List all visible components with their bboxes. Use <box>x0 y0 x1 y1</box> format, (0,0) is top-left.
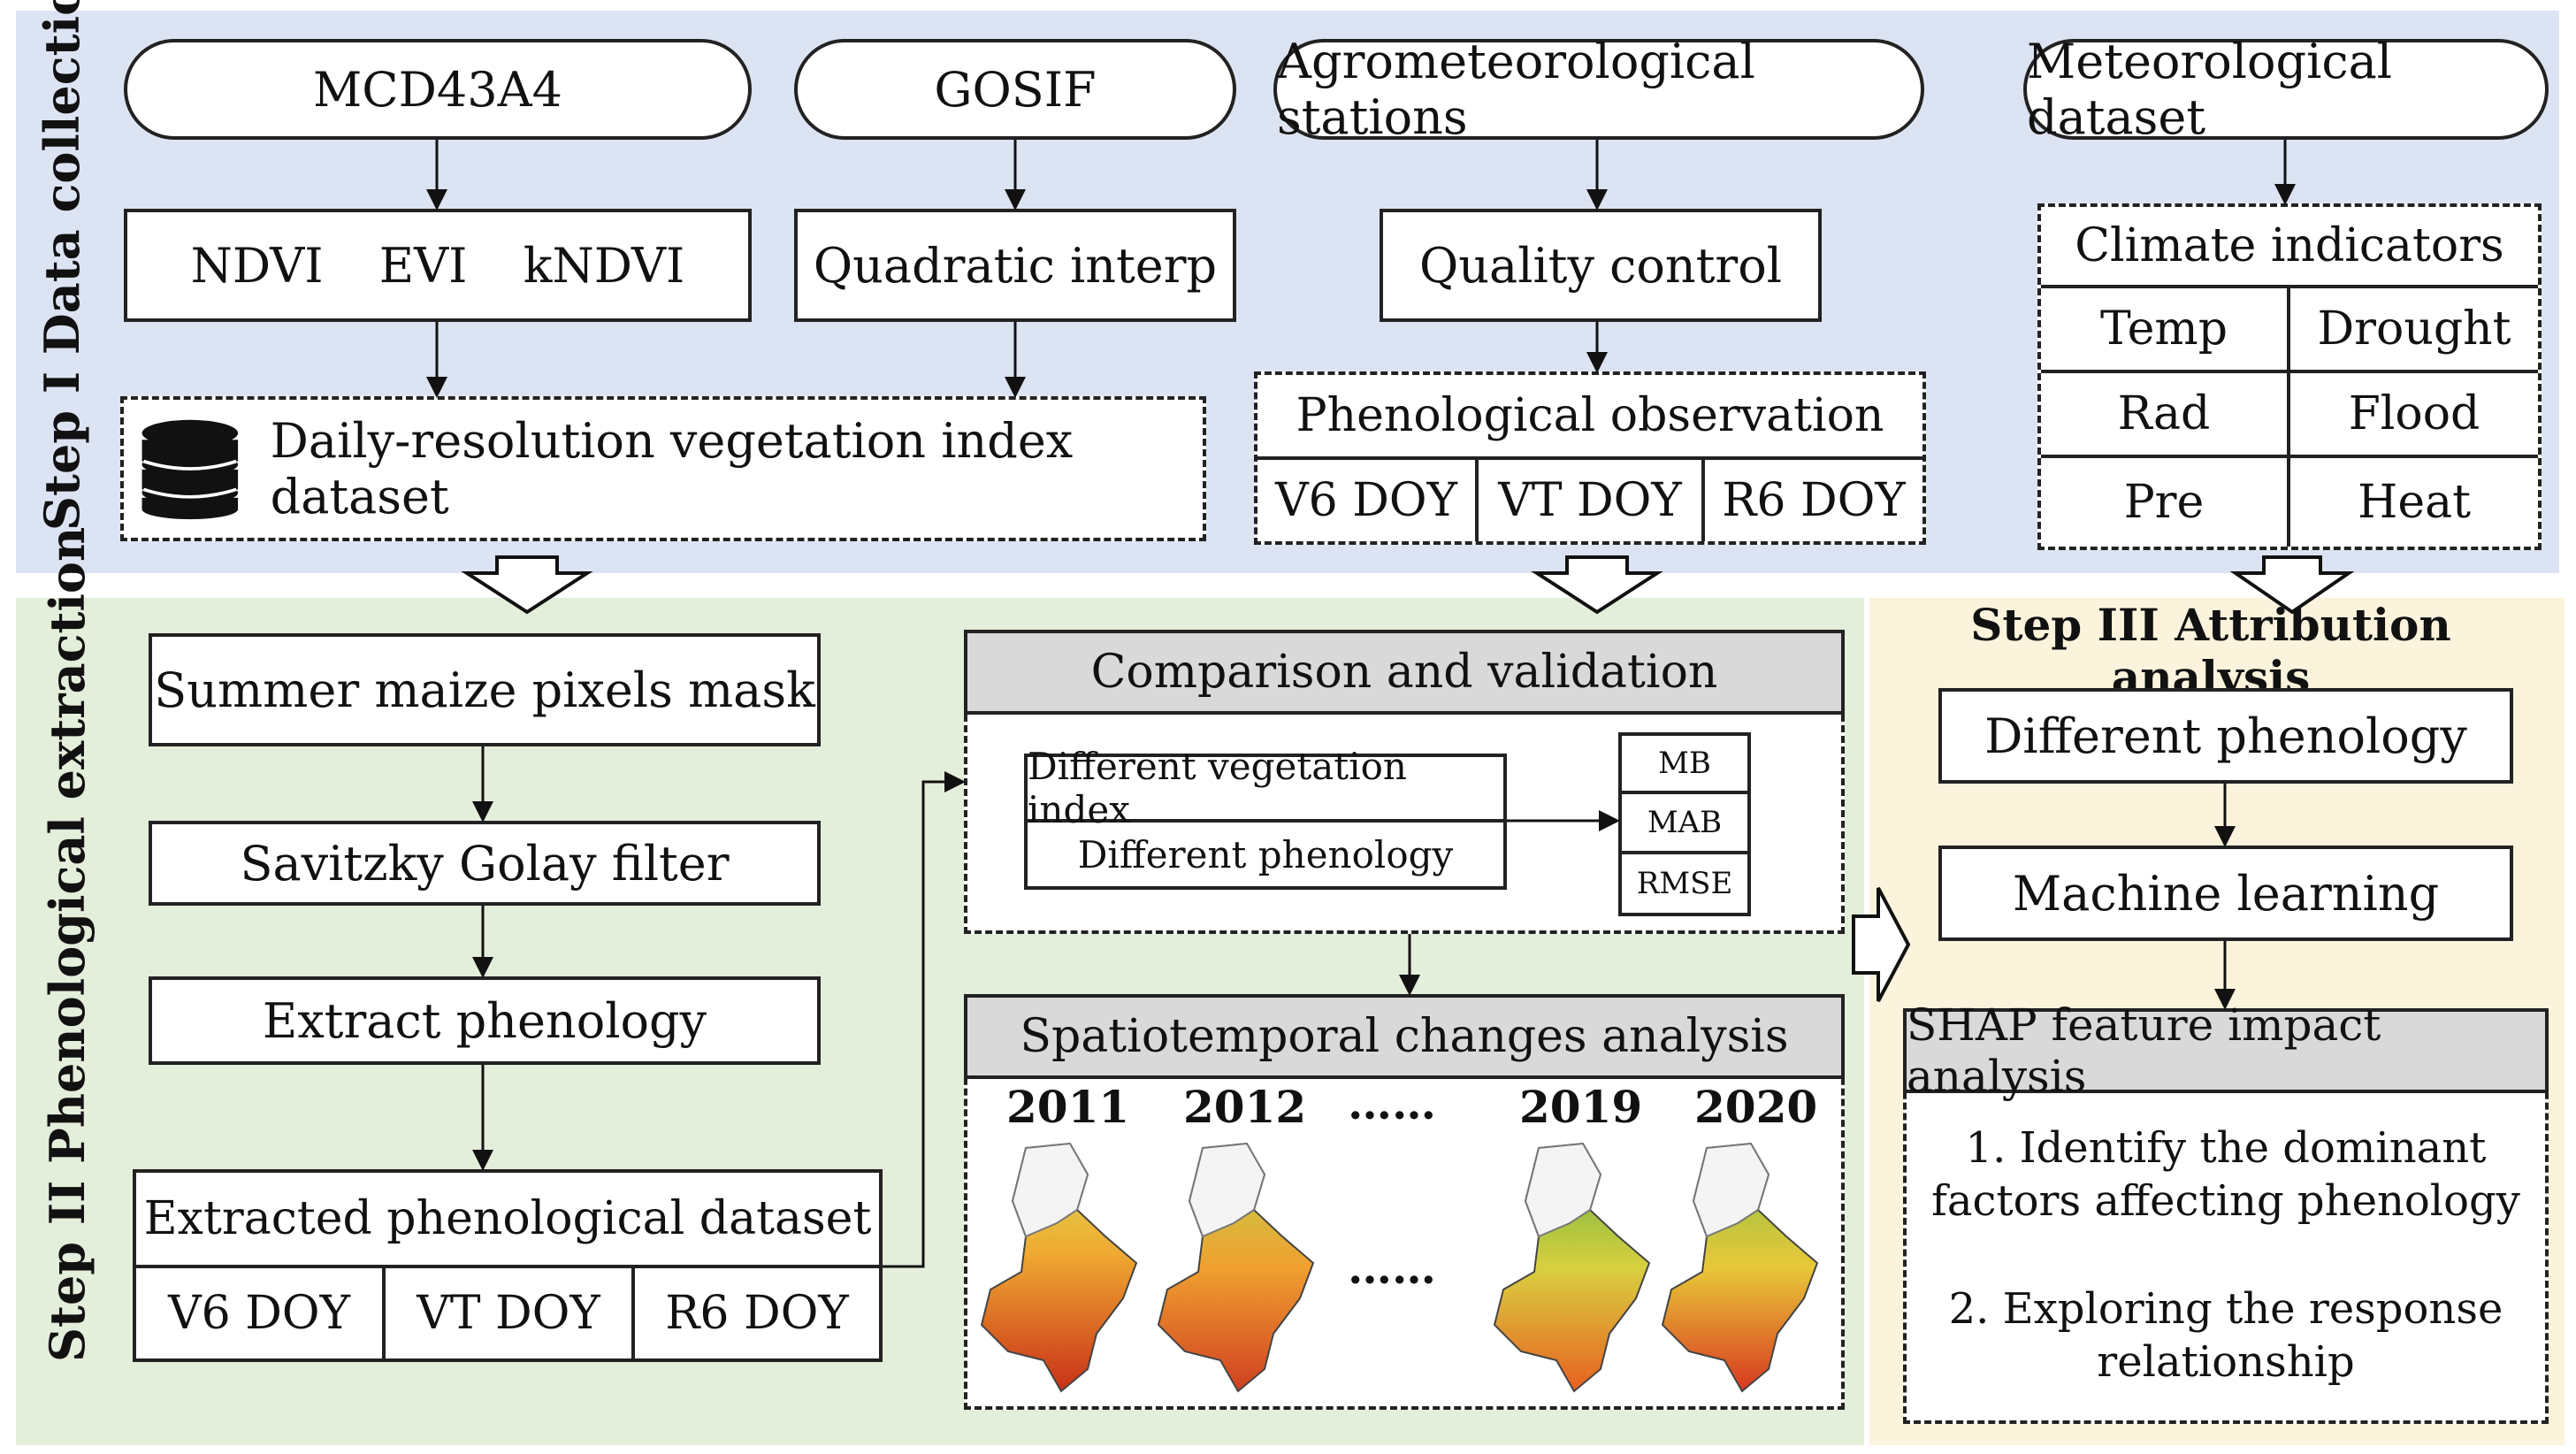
pheno-observation-box: Phenological observation V6 DOY VT DOY R… <box>1254 371 1926 545</box>
comparison-header: Comparison and validation <box>964 630 1845 715</box>
climate-pre: Pre <box>2041 458 2290 547</box>
obs-r6-doy: R6 DOY <box>1722 474 1906 527</box>
meteo-dataset-source: Meteorological dataset <box>2023 34 2549 145</box>
climate-rad: Rad <box>2041 373 2290 458</box>
metrics-box: MB MAB RMSE <box>1618 732 1751 916</box>
shap-item1a: 1. Identify the dominant <box>1965 1123 2487 1173</box>
shap-section: SHAP feature impact analysis <box>1903 999 2549 1424</box>
metric-mab: MAB <box>1622 794 1747 854</box>
spatiotemporal-header: Spatiotemporal changes analysis <box>964 994 1845 1079</box>
shap-item2b: relationship <box>2097 1337 2355 1387</box>
ext-r6-doy: R6 DOY <box>665 1287 849 1340</box>
map-2011 <box>980 1142 1138 1393</box>
agro-stations-source: Agrometeorological stations <box>1273 34 1924 145</box>
climate-indicators-box: Climate indicators Temp Drought Rad Floo… <box>2037 203 2542 550</box>
extracted-dataset-title: Extracted phenological dataset <box>136 1173 879 1268</box>
climate-heat: Heat <box>2357 476 2472 529</box>
ext-vt-doy: VT DOY <box>386 1268 635 1358</box>
vi-kndvi: kNDVI <box>523 237 685 294</box>
map-2019 <box>1493 1142 1651 1393</box>
diff-pheno-label: Different phenology <box>1077 832 1454 876</box>
year-dots: …… <box>1348 1077 1436 1129</box>
map-2020 <box>1661 1142 1819 1393</box>
mcd43a4-source: MCD43A4 <box>124 39 752 140</box>
ext-v6-doy: V6 DOY <box>136 1268 386 1358</box>
pheno-observation-title: Phenological observation <box>1257 375 1922 460</box>
vegetation-index-box: NDVI EVI kNDVI <box>124 209 752 322</box>
gosif-source: GOSIF <box>794 39 1236 140</box>
daily-vi-dataset-box: Daily-resolution vegetation index datase… <box>120 396 1206 541</box>
daily-vi-dataset-label: Daily-resolution vegetation index datase… <box>270 413 1074 524</box>
quality-control-box: Quality control <box>1380 209 1822 322</box>
obs-v6-doy: V6 DOY <box>1257 460 1479 541</box>
extract-phenology-box: Extract phenology <box>149 976 821 1065</box>
climate-temp: Temp <box>2041 288 2290 373</box>
year-2012: 2012 <box>1183 1081 1307 1133</box>
climate-flood: Flood <box>2290 373 2538 458</box>
shap-item2a: 2. Exploring the response <box>1948 1284 2503 1334</box>
shap-item1b: factors affecting phenology <box>1931 1176 2520 1226</box>
database-icon <box>141 419 239 520</box>
obs-vt-doy: VT DOY <box>1479 460 1705 541</box>
quadratic-interp-box: Quadratic interp <box>794 209 1236 322</box>
metric-rmse: RMSE <box>1636 866 1733 901</box>
metric-mb: MB <box>1622 736 1747 794</box>
maize-mask-box: Summer maize pixels mask <box>149 633 821 746</box>
sg-filter-box: Savitzky Golay filter <box>149 821 821 906</box>
year-2020: 2020 <box>1694 1081 1818 1133</box>
year-2019: 2019 <box>1519 1081 1643 1133</box>
machine-learning-box: Machine learning <box>1938 846 2513 941</box>
map-2012 <box>1157 1142 1315 1393</box>
step3-diff-phenology-box: Different phenology <box>1938 688 2513 784</box>
extracted-dataset-box: Extracted phenological dataset V6 DOY VT… <box>133 1169 883 1362</box>
vi-evi: EVI <box>378 237 468 294</box>
map-dots: …… <box>1348 1242 1436 1294</box>
climate-drought: Drought <box>2290 288 2538 373</box>
vi-ndvi: NDVI <box>190 237 324 294</box>
climate-indicators-title: Climate indicators <box>2041 207 2538 288</box>
diff-vi-phenology-box: Different vegetation index Different phe… <box>1024 745 1507 890</box>
year-2011: 2011 <box>1006 1081 1130 1133</box>
